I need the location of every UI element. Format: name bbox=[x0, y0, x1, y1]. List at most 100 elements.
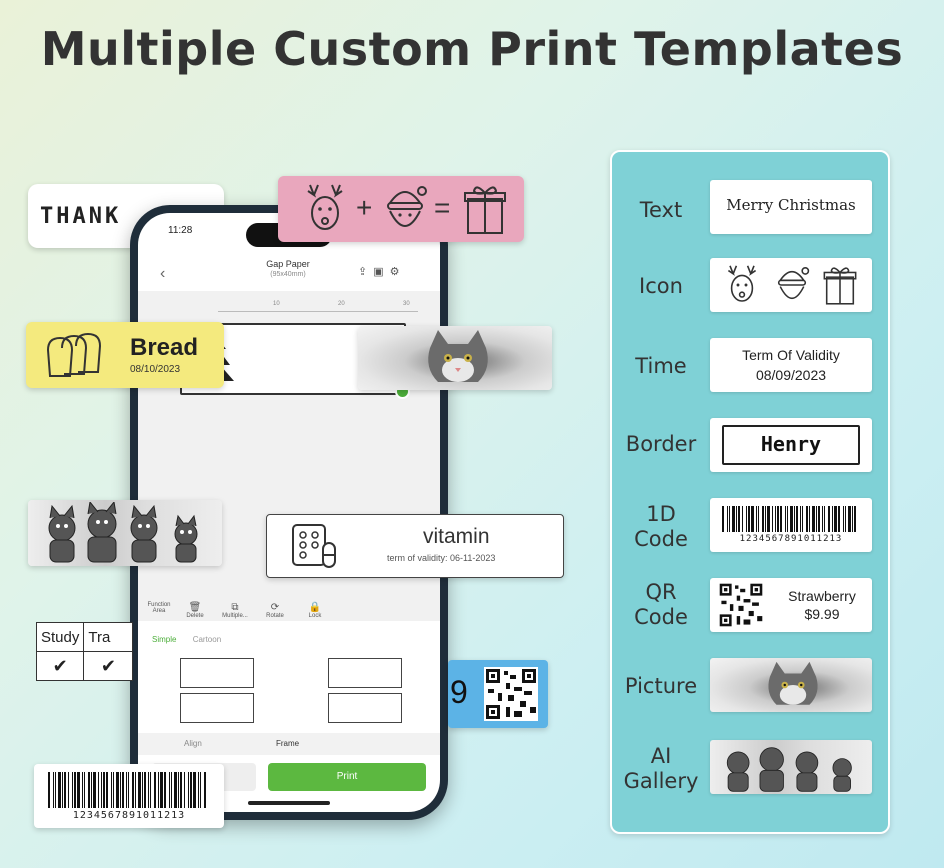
tab-align[interactable]: Align bbox=[184, 739, 202, 748]
tab-simple[interactable]: Simple bbox=[152, 635, 177, 644]
qr-template-card[interactable]: Strawberry $9.99 bbox=[710, 578, 872, 632]
header-actions: ⇪▣⚙ bbox=[358, 265, 406, 278]
qr-price-fragment: 9 bbox=[450, 674, 468, 710]
tool-multiple[interactable]: ⧉Multiple... bbox=[218, 602, 252, 619]
text-sample: Merry Christmas bbox=[726, 196, 856, 214]
settings-icon[interactable]: ⚙ bbox=[389, 266, 406, 278]
gift-icon bbox=[464, 186, 506, 234]
border-template-card[interactable]: Henry bbox=[710, 418, 872, 472]
row-label-line: Code bbox=[634, 605, 688, 629]
barcode-bar bbox=[91, 772, 92, 808]
barcode-bar bbox=[135, 772, 136, 808]
barcode-bar bbox=[138, 772, 141, 808]
barcode-bar bbox=[780, 506, 782, 532]
barcode-bar bbox=[93, 772, 96, 808]
barcode-bar bbox=[128, 772, 129, 808]
barcode-bar bbox=[775, 506, 776, 532]
barcode-bar bbox=[822, 506, 823, 532]
barcode-bar bbox=[77, 772, 80, 808]
study-table: Study Tra ✔ ✔ bbox=[35, 622, 134, 681]
barcode-bar bbox=[200, 772, 201, 808]
tool-label: Lock bbox=[308, 613, 322, 619]
barcode-template-card[interactable]: 1234567891011213 bbox=[710, 498, 872, 552]
barcode-bar bbox=[148, 772, 149, 808]
barcode-bar bbox=[174, 772, 177, 808]
barcode-bar bbox=[794, 506, 795, 532]
bread-label-card: Bread 08/10/2023 bbox=[26, 322, 224, 388]
text-template-card[interactable]: Merry Christmas bbox=[710, 180, 872, 234]
barcode-bar bbox=[55, 772, 56, 808]
barcode-bar bbox=[818, 506, 820, 532]
barcode-bar bbox=[828, 506, 830, 532]
cartoon-animals-image bbox=[726, 747, 852, 792]
equals-sign: = bbox=[434, 192, 451, 223]
reindeer-icon bbox=[307, 184, 343, 230]
tool-lock[interactable]: 🔒Lock bbox=[298, 602, 332, 619]
frame-option[interactable] bbox=[328, 693, 402, 723]
barcode-bar bbox=[164, 772, 166, 808]
tab-cartoon[interactable]: Cartoon bbox=[192, 635, 222, 644]
row-label-line: Gallery bbox=[623, 769, 699, 793]
reindeer-icon bbox=[727, 265, 757, 302]
barcode-bar bbox=[150, 772, 151, 808]
ai-gallery-template-card[interactable] bbox=[710, 740, 872, 794]
vitamin-label-card: vitamin term of validity: 06-11-2023 bbox=[266, 514, 564, 578]
santa-icon bbox=[387, 186, 427, 227]
barcode-bar bbox=[800, 506, 801, 532]
share-icon[interactable]: ⇪ bbox=[358, 266, 374, 278]
barcode-bar bbox=[832, 506, 833, 532]
ruler: 10 20 30 bbox=[218, 301, 418, 312]
home-indicator bbox=[248, 801, 330, 805]
barcode-bar bbox=[126, 772, 127, 808]
barcode-bar bbox=[198, 772, 199, 808]
picture-template-card[interactable] bbox=[710, 658, 872, 712]
row-label-line: Code bbox=[634, 527, 688, 551]
barcode-bar bbox=[824, 506, 825, 532]
frame-option[interactable] bbox=[180, 693, 254, 723]
bottom-tabs: Align Frame bbox=[138, 733, 440, 755]
barcode-bar bbox=[68, 772, 69, 808]
barcode-bars bbox=[48, 772, 210, 808]
back-button[interactable]: ‹ bbox=[160, 265, 166, 282]
tool-delete[interactable]: 🗑Delete bbox=[178, 602, 212, 619]
barcode-bar bbox=[796, 506, 798, 532]
bread-icon bbox=[46, 332, 102, 377]
tab-frame[interactable]: Frame bbox=[276, 739, 300, 748]
qr-line1: Strawberry bbox=[788, 588, 856, 604]
barcode-bar bbox=[154, 772, 156, 808]
frame-option[interactable] bbox=[328, 658, 402, 688]
barcode-bar bbox=[738, 506, 740, 532]
barcode-bar bbox=[834, 506, 837, 532]
thank-text: THANK bbox=[40, 204, 122, 229]
table-header: Study bbox=[35, 622, 85, 652]
cat-photo bbox=[428, 330, 488, 382]
row-label-ai-gallery: AI Gallery bbox=[612, 744, 710, 794]
row-label-line: QR bbox=[645, 580, 677, 604]
tool-function-area[interactable]: Function Area bbox=[142, 602, 176, 614]
barcode-bar bbox=[169, 772, 170, 808]
barcode-bar bbox=[785, 506, 786, 532]
barcode-bar bbox=[103, 772, 105, 808]
barcode-bar bbox=[53, 772, 54, 808]
tool-rotate[interactable]: ⟳Rotate bbox=[258, 602, 292, 619]
barcode-bar bbox=[751, 506, 754, 532]
editor-subtitle: (95x40mm) bbox=[270, 271, 306, 278]
barcode-bar bbox=[756, 506, 757, 532]
print-button[interactable]: Print bbox=[268, 763, 426, 791]
image-icon[interactable]: ▣ bbox=[373, 266, 390, 278]
barcode-bar bbox=[48, 772, 50, 808]
santa-icon bbox=[777, 267, 810, 300]
barcode-bar bbox=[845, 506, 846, 532]
barcode-bar bbox=[84, 772, 85, 808]
bread-date: 08/10/2023 bbox=[130, 364, 181, 375]
barcode-bar bbox=[171, 772, 172, 808]
frame-option[interactable] bbox=[180, 658, 254, 688]
barcode-bar bbox=[727, 506, 728, 532]
barcode-bar bbox=[806, 506, 808, 532]
barcode-bar bbox=[116, 772, 119, 808]
barcode-bar bbox=[178, 772, 179, 808]
barcode-bar bbox=[729, 506, 730, 532]
icon-template-card[interactable] bbox=[710, 258, 872, 312]
time-template-card[interactable]: Term Of Validity 08/09/2023 bbox=[710, 338, 872, 392]
pill-box-icon bbox=[292, 524, 336, 568]
